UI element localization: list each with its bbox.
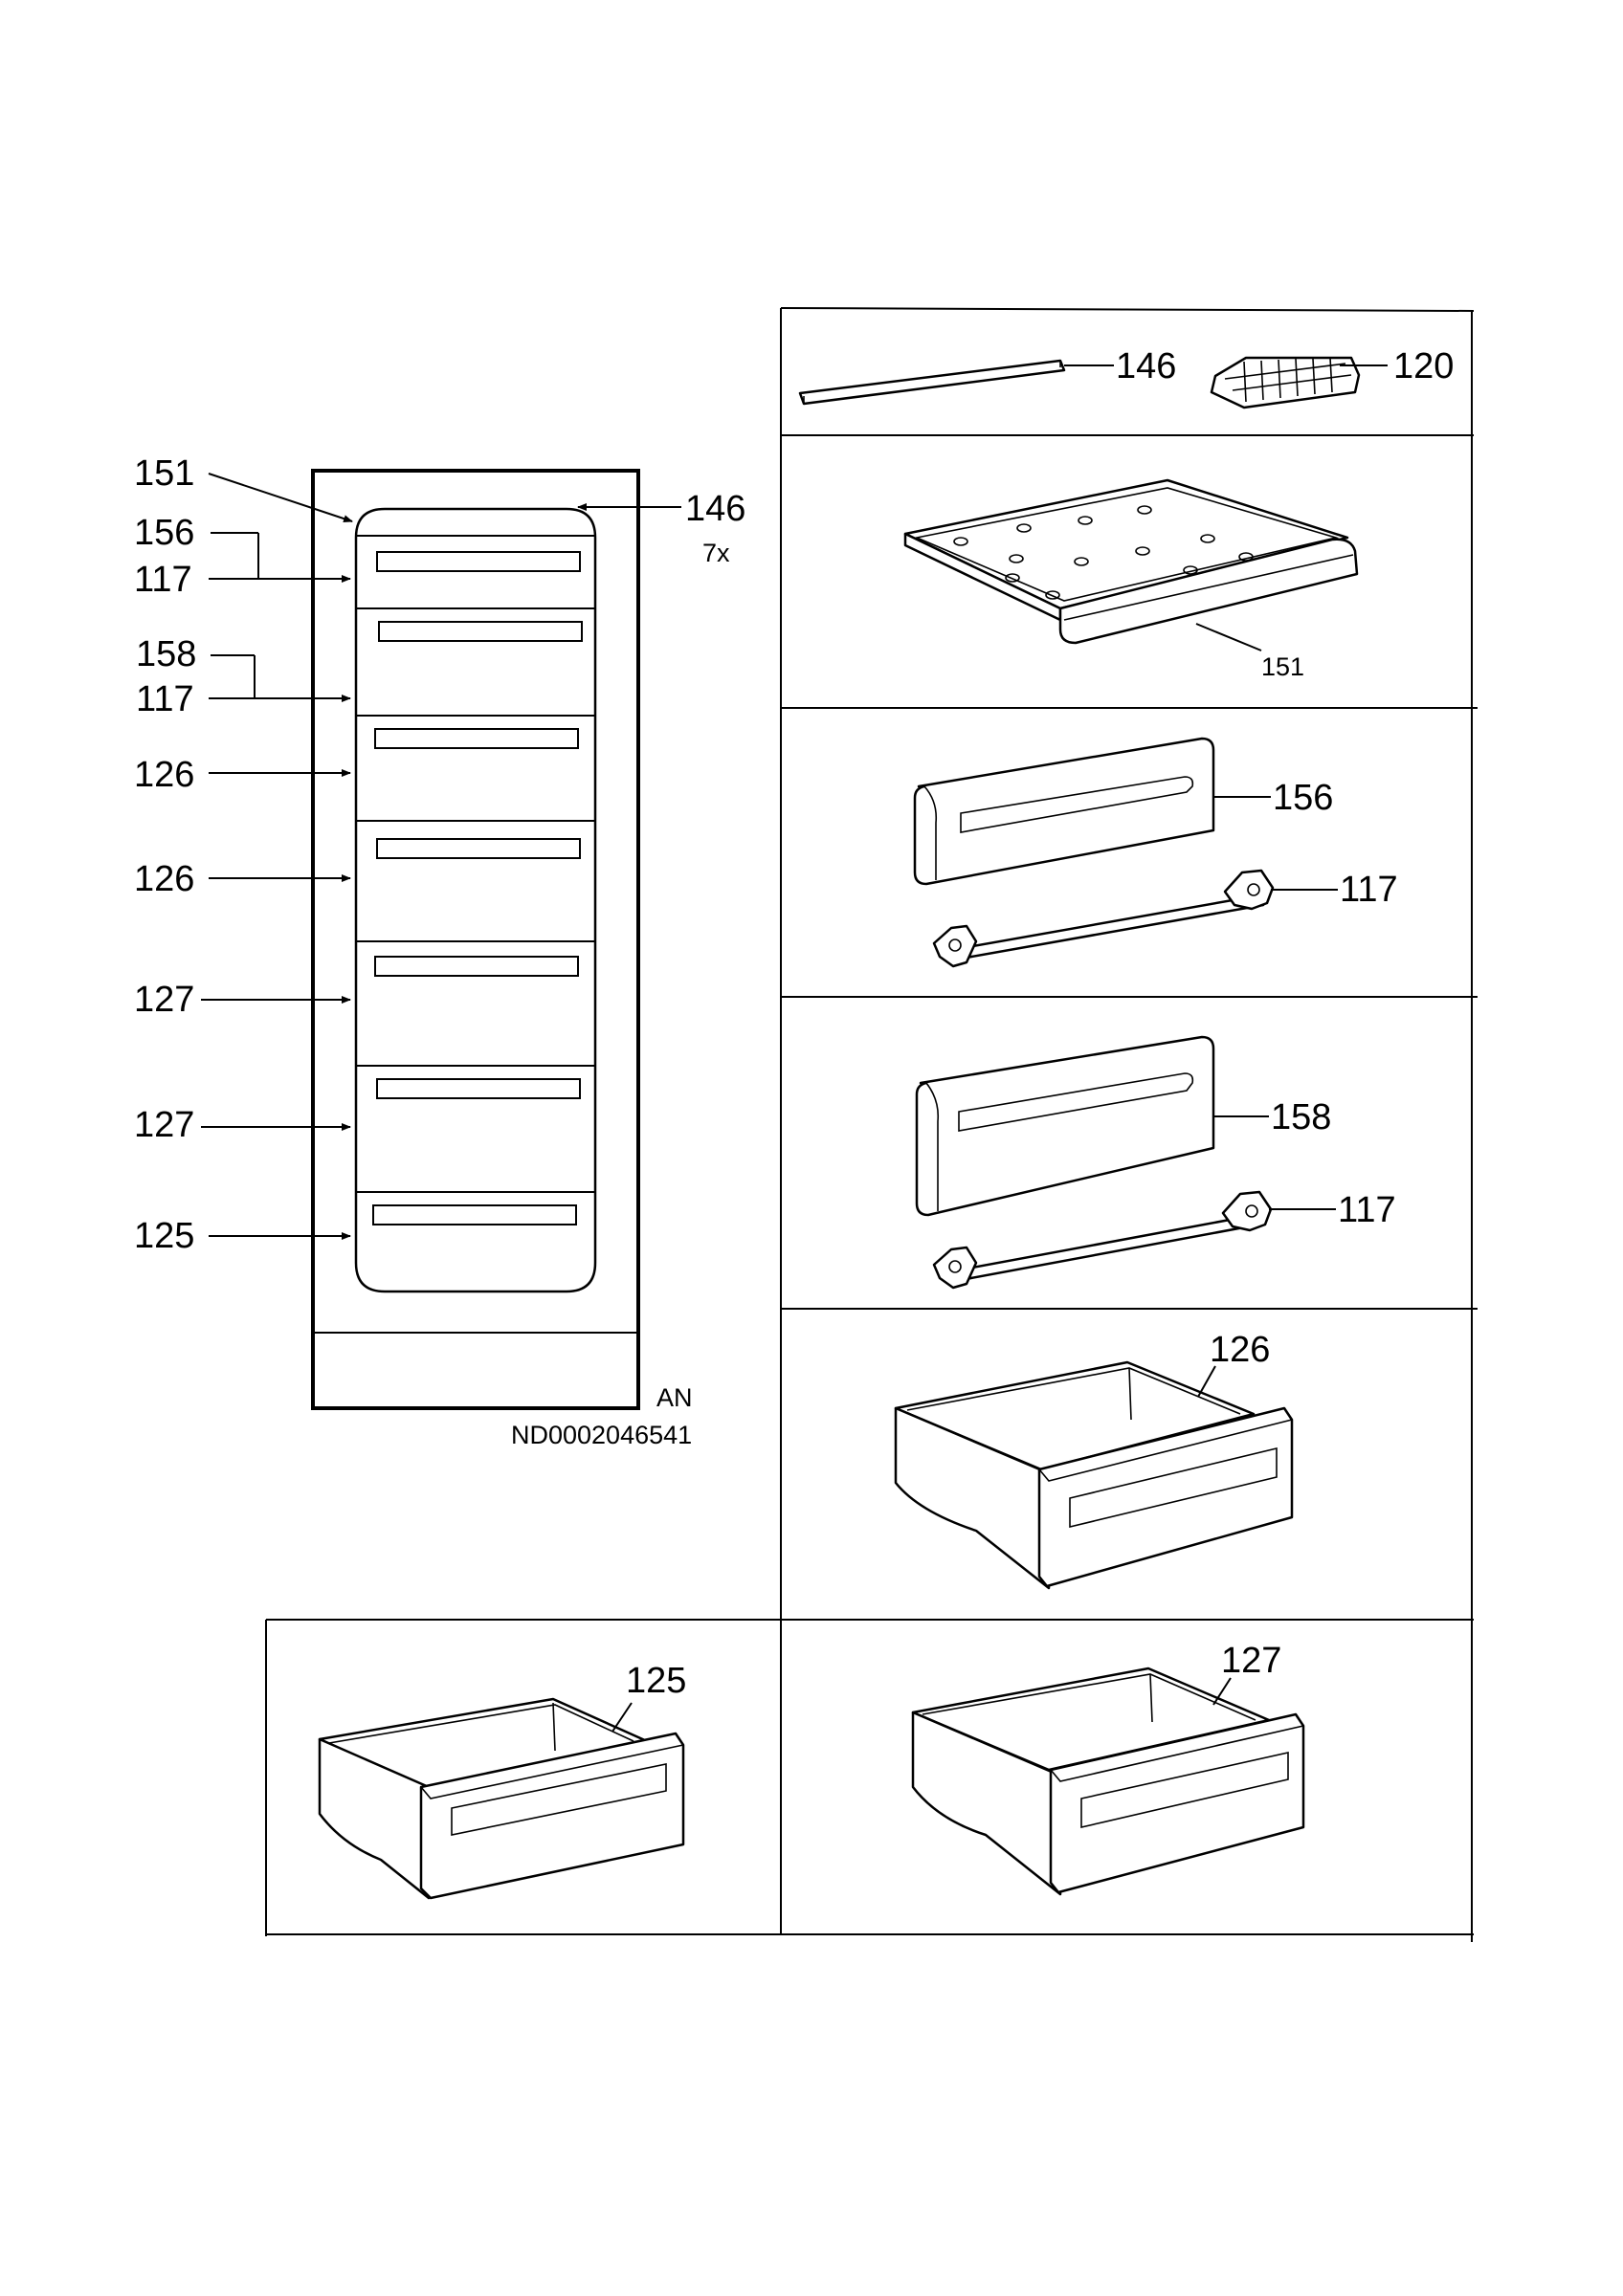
panel-drawer-127: 127: [911, 1641, 1305, 1896]
cabinet-leaders: [201, 473, 681, 1240]
callout-127-lower: 127: [134, 1105, 194, 1145]
cabinet-overview: [311, 469, 640, 1410]
callout-125-drawer: 125: [626, 1661, 686, 1701]
callout-146: 146: [685, 489, 745, 529]
callout-156: 156: [134, 513, 194, 553]
bracket-117-b: [932, 1190, 1273, 1290]
callout-126-lower: 126: [134, 859, 194, 899]
callout-117-bracket-b: 117: [1338, 1190, 1396, 1230]
callout-158-front: 158: [1271, 1097, 1331, 1137]
panel-front-156: 156 117: [913, 737, 1398, 968]
drawing-number: ND0002046541: [511, 1421, 692, 1449]
callout-156-front: 156: [1273, 778, 1333, 818]
callout-158: 158: [136, 634, 196, 674]
callout-127-upper: 127: [134, 980, 194, 1020]
callout-117-lower: 117: [136, 679, 194, 719]
panel-drawer-125: 125: [318, 1661, 686, 1900]
callout-151: 151: [134, 453, 194, 494]
callout-117-bracket-a: 117: [1340, 870, 1398, 910]
panel-top-parts: 146 120: [798, 346, 1454, 409]
callout-126-drawer: 126: [1210, 1330, 1270, 1370]
callout-125: 125: [134, 1216, 194, 1256]
bracket-117-a: [932, 869, 1275, 968]
shelf-studs: [953, 505, 1254, 600]
panel-grid: [265, 307, 1478, 1942]
callout-151-shelf: 151: [1261, 652, 1304, 681]
ice-tray: [1210, 356, 1361, 409]
callout-117-upper: 117: [134, 560, 192, 600]
callout-126-upper: 126: [134, 755, 194, 795]
callout-146-strip: 146: [1116, 346, 1176, 386]
callout-120-ice-tray: 120: [1393, 346, 1454, 386]
quantity-note: 7x: [702, 539, 730, 567]
panel-drawer-126: 126: [894, 1330, 1294, 1590]
panel-shelf: 151: [903, 478, 1359, 681]
panel-front-158: 158 117: [915, 1035, 1396, 1290]
variant-code: AN: [656, 1383, 693, 1412]
callout-127-drawer: 127: [1221, 1641, 1281, 1681]
cabinet-callouts: 151 156 117 158 117 126 126 127 127 125 …: [134, 453, 745, 1449]
